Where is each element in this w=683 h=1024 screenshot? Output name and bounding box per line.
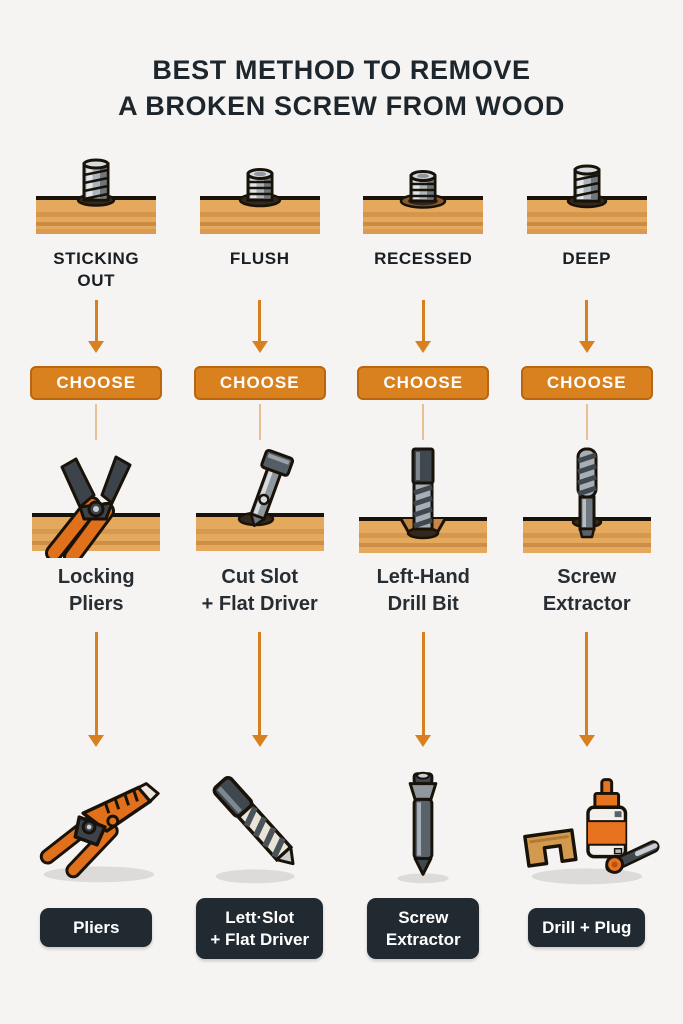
- screw-recessed-illustration: [349, 154, 497, 244]
- down-arrow-icon: [585, 298, 589, 360]
- column-deep: DEEP CHOOSE Screw Extractor: [508, 154, 666, 959]
- glue-and-plug-kit-illustration: [513, 760, 661, 894]
- screw-flush-illustration: [186, 154, 334, 244]
- screw-recessed-icon: [363, 170, 484, 235]
- result-badge: Pliers: [40, 907, 153, 947]
- condition-label: DEEP: [562, 249, 612, 269]
- title-line-2: A BROKEN SCREW FROM WOOD: [118, 91, 565, 122]
- result-badge: Drill + Plug: [528, 907, 646, 947]
- choose-button[interactable]: CHOOSE: [357, 366, 490, 401]
- flat-driver-in-slot-illustration: [186, 440, 334, 558]
- connector-line: [585, 404, 588, 441]
- down-arrow-icon: [258, 298, 262, 360]
- locking-pliers-on-wood-illustration: [22, 440, 170, 559]
- choose-button[interactable]: CHOOSE: [193, 366, 326, 401]
- pliers-icon: [40, 782, 160, 883]
- screw-extractor-in-wood-icon: [522, 447, 651, 554]
- title-line-1: BEST METHOD TO REMOVE: [152, 55, 531, 85]
- down-arrow-icon: [585, 628, 589, 760]
- flat-driver-in-slot-icon: [195, 449, 324, 552]
- tool-label: Locking Pliers: [57, 566, 135, 615]
- down-arrow-icon: [421, 298, 425, 360]
- screw-extractor-illustration: [349, 760, 497, 894]
- tool-label: Screw Extractor: [542, 566, 631, 615]
- down-arrow-icon: [258, 628, 262, 760]
- locking-pliers-on-wood-icon: [32, 455, 161, 559]
- page-title: BEST METHOD TO REMOVE A BROKEN SCREW FROM…: [0, 52, 683, 124]
- glue-and-plug-kit-icon: [522, 778, 660, 885]
- screw-flush-icon: [199, 168, 320, 235]
- connector-line: [258, 404, 261, 441]
- choose-button[interactable]: CHOOSE: [520, 366, 653, 401]
- screw-deep-illustration: [513, 154, 661, 244]
- down-arrow-icon: [421, 628, 425, 760]
- column-sticking-out: STICKING OUT CHOOSE: [18, 154, 176, 959]
- down-arrow-icon: [94, 298, 98, 360]
- choose-button[interactable]: CHOOSE: [30, 366, 163, 401]
- screw-extractor-in-wood-illustration: [513, 440, 661, 558]
- left-hand-drill-bit-in-wood-icon: [359, 447, 488, 554]
- pliers-illustration: [22, 760, 170, 894]
- connector-line: [95, 404, 98, 441]
- result-badge: Screw Extractor: [367, 898, 480, 959]
- result-badge: Lett·Slot + Flat Driver: [196, 898, 324, 959]
- down-arrow-icon: [94, 628, 98, 760]
- drill-bit-icon: [212, 776, 295, 884]
- flowchart-grid: STICKING OUT CHOOSE: [18, 154, 666, 959]
- condition-label: STICKING OUT: [53, 249, 140, 291]
- condition-label: FLUSH: [229, 249, 290, 269]
- condition-label: RECESSED: [374, 249, 473, 269]
- column-recessed: RECESSED CHOOSE Left-Hand Drill: [345, 154, 503, 959]
- screw-deep-icon: [526, 164, 647, 235]
- screw-sticking-out-illustration: [22, 154, 170, 244]
- connector-line: [422, 404, 425, 441]
- column-flush: FLUSH CHOOSE: [181, 154, 339, 959]
- left-hand-drill-bit-in-wood-illustration: [349, 440, 497, 558]
- screw-extractor-icon: [397, 772, 449, 884]
- tool-label: Left-Hand Drill Bit: [376, 566, 470, 615]
- drill-bit-illustration: [186, 760, 334, 894]
- tool-label: Cut Slot + Flat Driver: [201, 566, 318, 615]
- screw-sticking-out-icon: [36, 158, 157, 235]
